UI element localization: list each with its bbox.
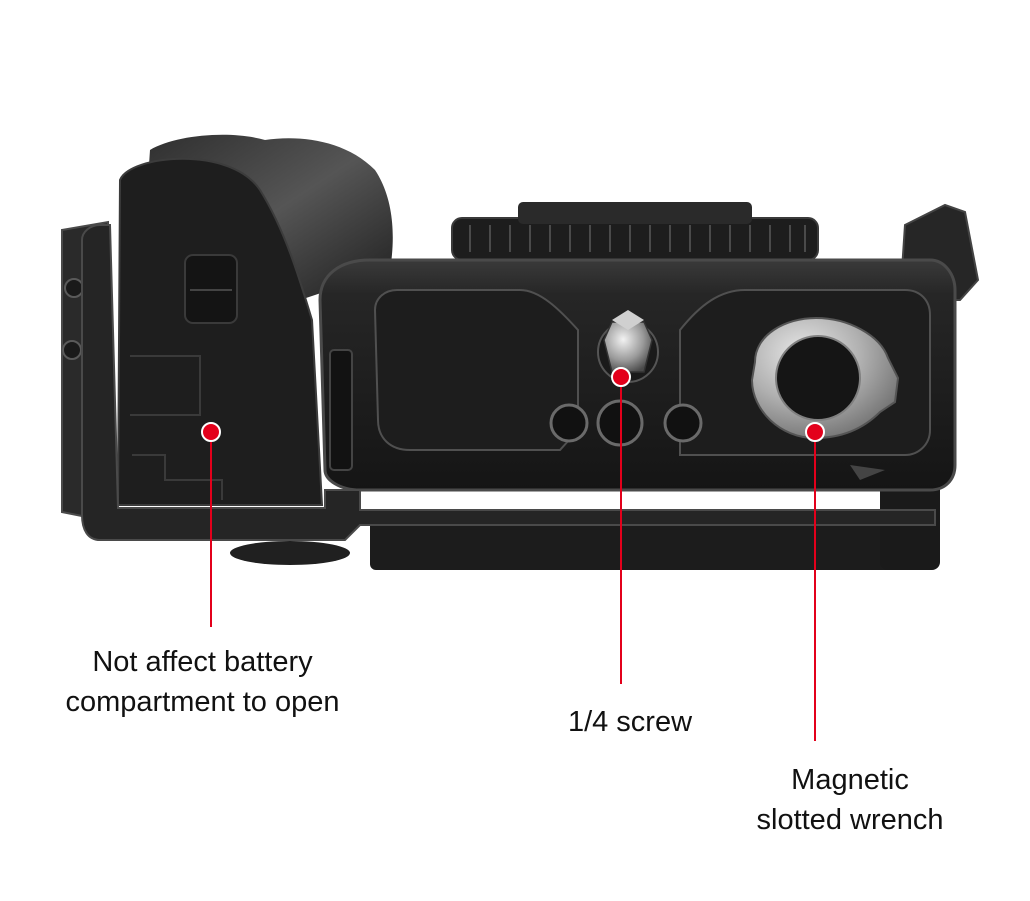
magnetic-wrench: [750, 316, 900, 440]
camera-base: [370, 520, 935, 570]
battery-door: [116, 157, 324, 506]
callout-marker-wrench: [805, 422, 825, 741]
lower-knob: [230, 541, 350, 565]
callout-label-battery-line2: compartment to open: [65, 686, 340, 718]
side-screw-icon: [64, 278, 84, 298]
callout-label-wrench: Magnetic slotted wrench: [710, 760, 990, 840]
callout-label-wrench-line1: Magnetic: [791, 764, 909, 796]
plate-recess-left: [373, 289, 579, 451]
dial-top: [518, 202, 752, 224]
plate-slot: [329, 349, 353, 471]
callout-label-battery: Not affect battery compartment to open: [20, 642, 385, 722]
mounting-hole: [549, 403, 589, 443]
callout-label-screw: 1/4 screw: [530, 702, 730, 742]
mode-dial: [451, 217, 819, 261]
callout-label-screw-line1: 1/4 screw: [567, 706, 693, 738]
callout-label-battery-line1: Not affect battery: [92, 646, 313, 678]
callout-marker-battery: [201, 422, 221, 627]
mounting-hole: [663, 403, 703, 443]
side-screw-icon: [62, 340, 82, 360]
quarter-inch-screw: [597, 310, 659, 383]
callout-label-wrench-line2: slotted wrench: [756, 804, 944, 836]
callout-marker-screw: [611, 367, 631, 684]
